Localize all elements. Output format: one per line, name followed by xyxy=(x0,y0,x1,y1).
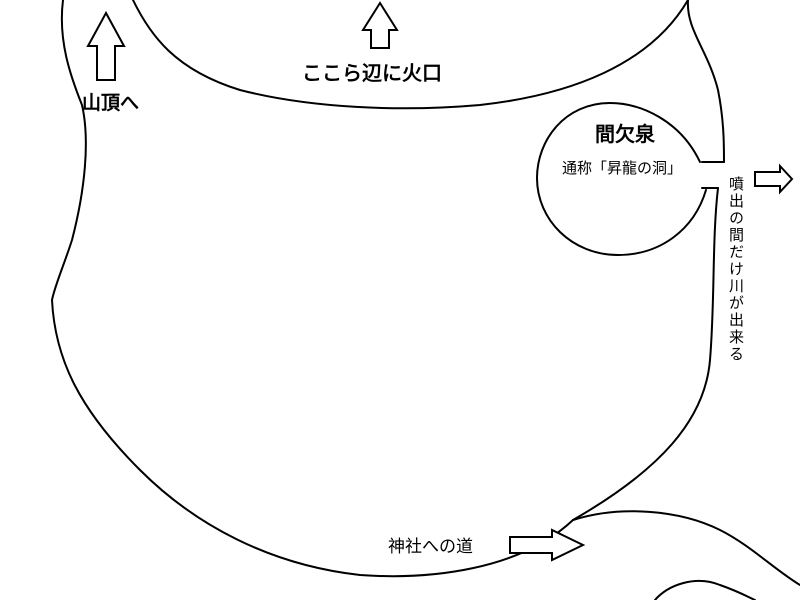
river-arrow-icon[interactable] xyxy=(754,163,794,195)
summit-label: 山頂へ xyxy=(82,92,139,114)
crater-arrow-icon[interactable] xyxy=(361,1,399,49)
right-cliff xyxy=(686,0,725,163)
geyser-circle xyxy=(536,102,707,256)
crater-label: ここら辺に火口 xyxy=(302,61,442,85)
geyser-name: 間欠泉 xyxy=(595,122,656,146)
shrine-arrow-icon[interactable] xyxy=(509,528,586,562)
valley-outline xyxy=(51,0,574,578)
geyser-alias: 通称「昇龍の洞」 xyxy=(562,159,682,177)
road-edge-upper xyxy=(572,510,800,586)
river-note: 噴出の間だけ川が出来る xyxy=(727,176,745,363)
summit-arrow-icon[interactable] xyxy=(86,10,126,81)
crater-rim xyxy=(132,0,689,110)
shrine-label: 神社への道 xyxy=(388,537,473,557)
road-edge-lower xyxy=(654,580,756,600)
right-cliff-lower xyxy=(572,187,719,521)
